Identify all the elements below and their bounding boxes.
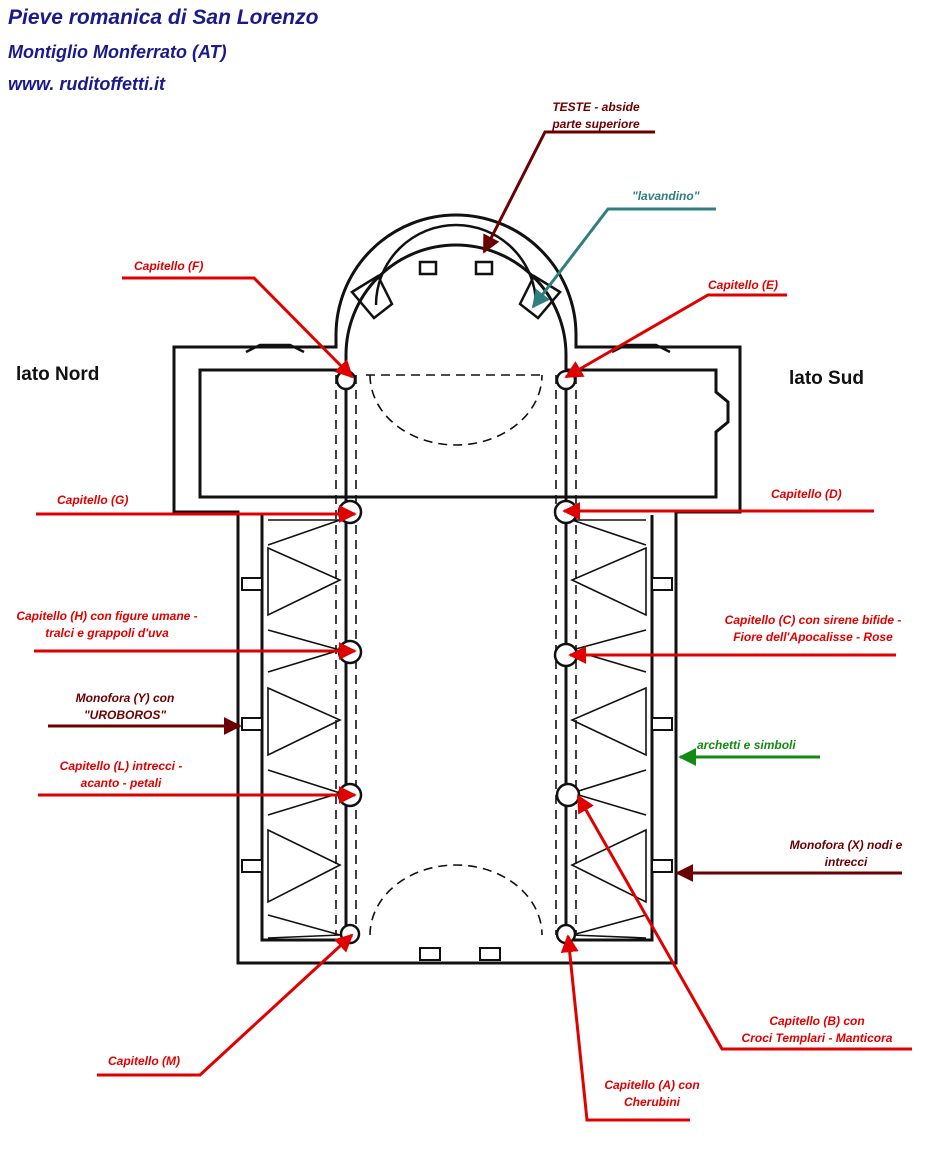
plan-windows — [241, 577, 673, 961]
arrow-capitello-f — [122, 276, 354, 379]
label-capitello-c: Capitello (C) con sirene bifide -Fiore d… — [724, 613, 902, 644]
website-link[interactable]: www. ruditoffetti.it — [8, 74, 165, 94]
arrow-capitello-e — [564, 293, 787, 379]
arrow-capitello-a — [560, 934, 690, 1122]
label-capitello-l: Capitello (L) intrecci -acanto - petali — [59, 759, 183, 790]
label-capitello-m: Capitello (M) — [108, 1054, 180, 1068]
arrow-capitello-m — [97, 933, 354, 1077]
callout-arrows — [34, 130, 912, 1122]
label-lavandino: "lavandino" — [632, 189, 700, 203]
plan-aisle-bays — [267, 519, 647, 939]
plan-vaults — [335, 374, 577, 936]
plan-apse-inner — [245, 223, 671, 354]
label-capitello-d: Capitello (D) — [771, 487, 842, 501]
side-label-north: lato Nord — [16, 364, 100, 385]
plan-piers — [335, 369, 581, 945]
label-archetti: archetti e simboli — [697, 738, 796, 752]
side-label-south: lato Sud — [789, 368, 864, 389]
label-capitello-f: Capitello (F) — [134, 259, 204, 273]
arrow-teste — [482, 130, 655, 254]
page-subtitle: Montiglio Monferrato (AT) — [8, 42, 227, 62]
label-capitello-e: Capitello (E) — [708, 278, 779, 292]
arrow-capitello-b — [576, 794, 912, 1051]
label-monofora-y: Monofora (Y) con"UROBOROS" — [75, 691, 175, 722]
label-capitello-g: Capitello (G) — [57, 493, 129, 507]
page-title: Pieve romanica di San Lorenzo — [8, 6, 319, 29]
label-capitello-h: Capitello (H) con figure umane -tralci e… — [16, 609, 198, 640]
arrow-lavandino — [531, 207, 716, 309]
